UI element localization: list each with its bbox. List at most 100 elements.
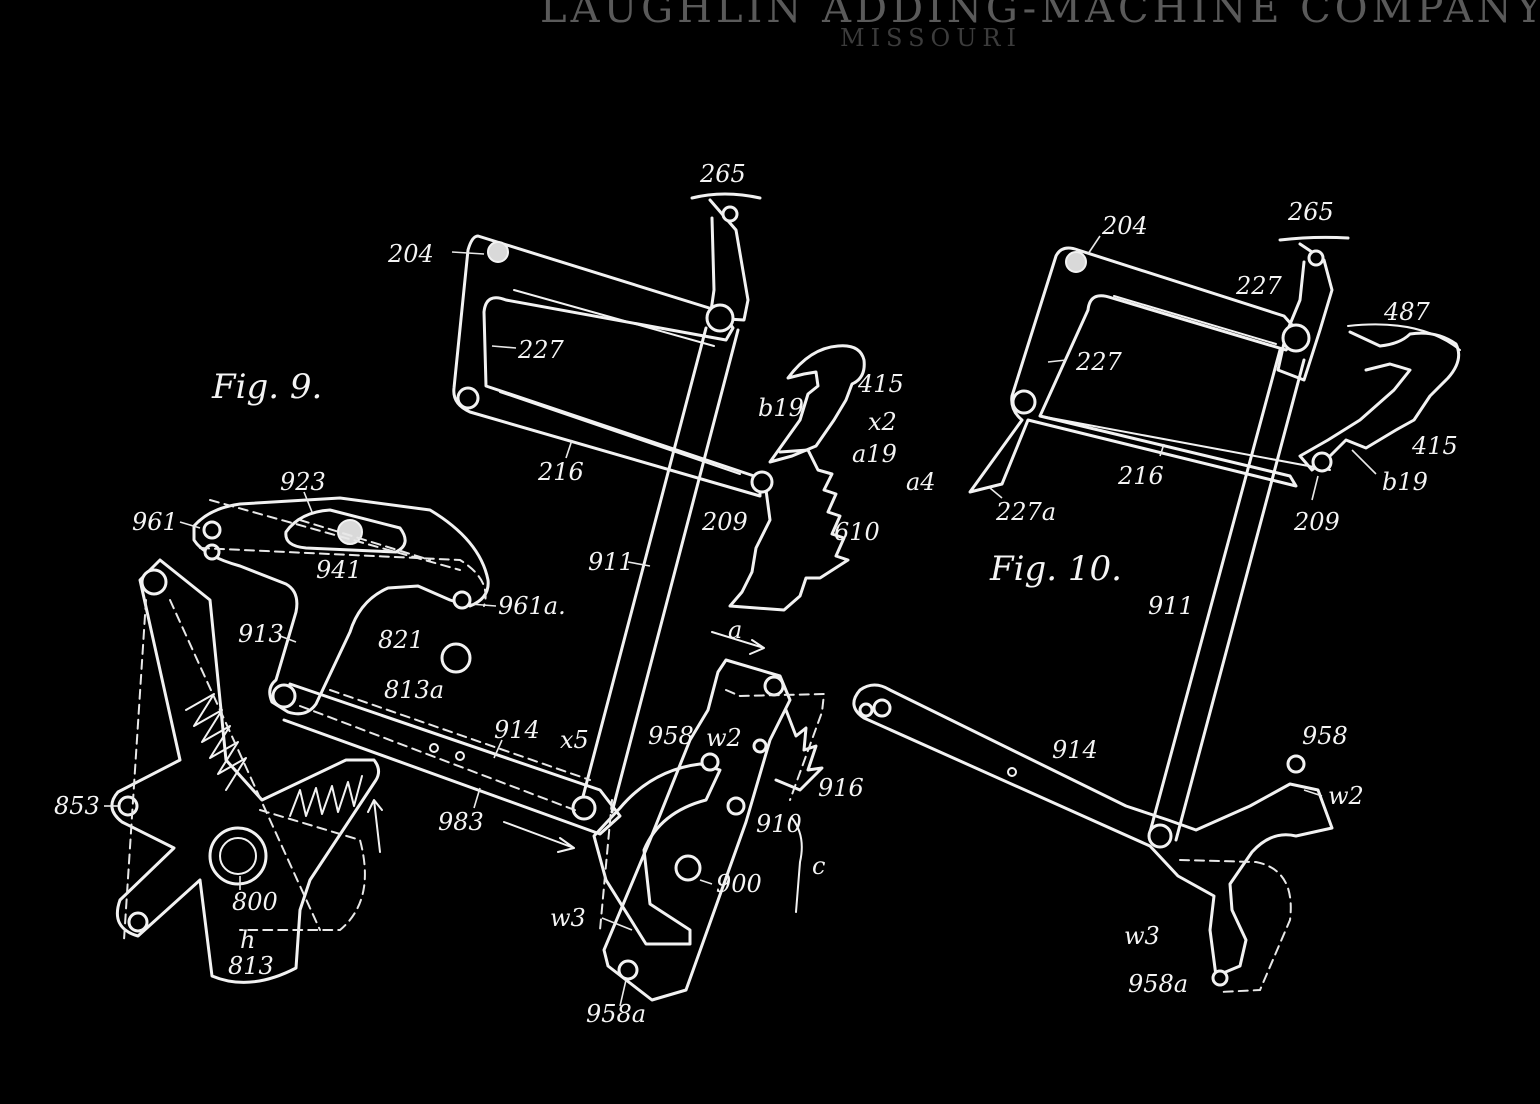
ref-216: 216 bbox=[537, 458, 584, 486]
ref-961: 961 bbox=[132, 508, 178, 536]
ref-610: 610 bbox=[834, 518, 880, 546]
ref-204-10: 204 bbox=[1101, 212, 1148, 240]
shaft-900 bbox=[674, 854, 702, 882]
ref-w3: w3 bbox=[550, 904, 586, 932]
leader-227 bbox=[491, 345, 517, 349]
ref-916: 916 bbox=[818, 774, 864, 802]
cam-segment bbox=[592, 762, 722, 946]
leader-227a bbox=[989, 487, 1003, 499]
arrow-up bbox=[367, 799, 383, 853]
shaft-800-inner bbox=[219, 837, 257, 875]
ref-227-10: 227 bbox=[1075, 348, 1123, 376]
pin-961-b bbox=[203, 543, 221, 561]
leader-911 bbox=[627, 561, 651, 567]
fig9-title: Fig. 9. bbox=[211, 367, 322, 407]
leader-209-10 bbox=[1311, 475, 1319, 501]
spring-left bbox=[185, 693, 247, 791]
ref-204: 204 bbox=[387, 240, 434, 268]
ref-415: 415 bbox=[857, 370, 904, 398]
arm-914-dashed-10 bbox=[1179, 859, 1292, 993]
frame-227-outer-10 bbox=[968, 246, 1302, 494]
joint-911-lower bbox=[571, 795, 597, 821]
ref-c: c bbox=[812, 852, 825, 880]
brace-c bbox=[791, 817, 803, 913]
ref-923: 923 bbox=[280, 468, 326, 496]
joint-911-lower-10 bbox=[1147, 823, 1173, 849]
plate-923-dashed bbox=[199, 499, 487, 607]
leader-900 bbox=[699, 879, 713, 885]
ref-900: 900 bbox=[716, 870, 762, 898]
ref-983: 983 bbox=[438, 808, 484, 836]
ref-b19: b19 bbox=[758, 394, 804, 422]
lever-h-dashed bbox=[123, 599, 366, 941]
arrow-983 bbox=[503, 821, 575, 853]
leader-w3 bbox=[601, 917, 633, 931]
link-911-10 bbox=[1148, 348, 1306, 842]
frame-227-inner bbox=[499, 289, 741, 475]
leader-913 bbox=[279, 635, 297, 643]
leader-b19-10 bbox=[1351, 449, 1377, 475]
ref-w2: w2 bbox=[706, 724, 742, 752]
lever-265 bbox=[690, 192, 762, 322]
plate-923 bbox=[192, 496, 490, 716]
ref-821: 821 bbox=[378, 626, 424, 654]
shaft-800-outer bbox=[208, 826, 268, 886]
pin-961 bbox=[202, 520, 222, 540]
rack-610 bbox=[728, 448, 850, 612]
ref-w2-10: w2 bbox=[1328, 782, 1364, 810]
leader-w2-10 bbox=[1303, 789, 1323, 797]
ref-227: 227 bbox=[517, 336, 565, 364]
fig10-title: Fig. 10. bbox=[989, 549, 1122, 589]
frame-227-inner-10 bbox=[1039, 295, 1331, 471]
joint-227-10 bbox=[1281, 323, 1311, 353]
leader-914 bbox=[493, 739, 503, 759]
leader-983 bbox=[473, 787, 481, 809]
ref-853: 853 bbox=[54, 792, 100, 820]
ref-914: 914 bbox=[494, 716, 540, 744]
ref-265: 265 bbox=[699, 160, 746, 188]
arrow-a bbox=[711, 631, 765, 655]
lever-h bbox=[110, 558, 381, 984]
arm-914 bbox=[282, 682, 622, 836]
pin-958-10 bbox=[1286, 754, 1306, 774]
ref-961a: 961a. bbox=[498, 592, 566, 620]
ref-265-10: 265 bbox=[1287, 198, 1334, 226]
pawl-415 bbox=[768, 344, 866, 464]
ref-487: 487 bbox=[1383, 298, 1431, 326]
ref-a4: a4 bbox=[906, 468, 936, 496]
shaft-941 bbox=[337, 519, 363, 545]
pin-853 bbox=[117, 795, 139, 817]
pin-910 bbox=[726, 796, 746, 816]
pin-914-mid bbox=[1007, 767, 1017, 777]
ref-227a: 227a bbox=[995, 498, 1056, 526]
ref-958: 958 bbox=[648, 722, 694, 750]
leader-216-10 bbox=[1159, 443, 1165, 457]
ref-958a: 958a bbox=[586, 1000, 646, 1028]
ref-216-10: 216 bbox=[1117, 462, 1164, 490]
ref-x2: x2 bbox=[868, 408, 897, 436]
pivot-209-10 bbox=[1311, 451, 1333, 473]
pin-958 bbox=[700, 752, 720, 772]
ref-415-10: 415 bbox=[1411, 432, 1458, 460]
ref-941: 941 bbox=[316, 556, 362, 584]
pin-913 bbox=[271, 683, 297, 709]
pin-265 bbox=[721, 205, 739, 223]
ref-911: 911 bbox=[588, 548, 634, 576]
ref-958-10: 958 bbox=[1302, 722, 1348, 750]
header-title: LAUGHLIN ADDING-MACHINE COMPANY bbox=[540, 0, 1540, 32]
ref-209: 209 bbox=[701, 508, 748, 536]
ref-b19-10: b19 bbox=[1382, 468, 1428, 496]
ref-x5: x5 bbox=[560, 726, 589, 754]
pivot-209 bbox=[750, 470, 774, 494]
pawl-487 bbox=[1347, 323, 1461, 351]
pivot-204-10 bbox=[1065, 251, 1087, 273]
pin-upper-h bbox=[140, 568, 168, 596]
ref-209-10: 209 bbox=[1293, 508, 1340, 536]
pin-958a-10 bbox=[1211, 969, 1229, 987]
leader-961 bbox=[179, 521, 201, 529]
lever-265-10 bbox=[1276, 235, 1350, 382]
pin-821 bbox=[440, 642, 472, 674]
ref-a19: a19 bbox=[852, 440, 897, 468]
pivot-227-lower bbox=[456, 386, 480, 410]
